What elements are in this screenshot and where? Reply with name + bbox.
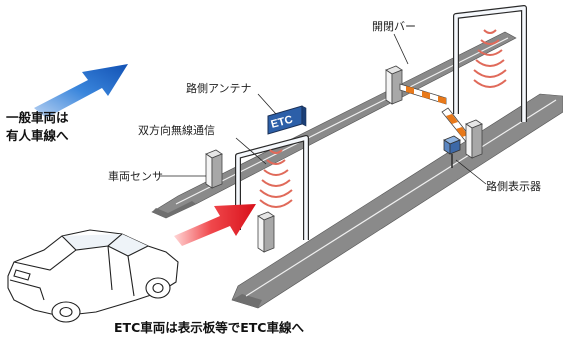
roadside-display — [443, 135, 461, 168]
general-vehicle-text-line2: 有人車線へ — [6, 128, 69, 143]
two-way-comm-label: 双方向無線通信 — [138, 123, 215, 137]
car — [7, 229, 179, 323]
upper-road-edge — [152, 201, 196, 218]
upper-road-stripe — [175, 37, 509, 205]
etc-sign: ETC — [267, 105, 307, 135]
roadside-display-leader — [455, 159, 487, 185]
car-hood-line — [13, 249, 77, 271]
etc-lane-arrow — [174, 204, 256, 246]
general-vehicle-text-line1: 一般車両は — [6, 110, 69, 125]
general-lane-arrow — [34, 64, 128, 118]
gate-bar — [399, 83, 447, 105]
car-side-window — [107, 233, 149, 257]
roadside-antenna-leader — [257, 93, 277, 115]
red-arrow — [174, 204, 256, 246]
rear-gantry — [453, 5, 527, 122]
vehicle-sensor-label: 車両センサ — [108, 169, 163, 183]
etc-caption: ETC車両は表示板等でETC車線へ — [114, 320, 304, 335]
two-way-comm-leader — [235, 137, 267, 165]
gate-booth — [385, 65, 403, 105]
roadside-display-label: 路側表示器 — [486, 179, 541, 193]
gate-bar-leader — [393, 33, 409, 65]
vehicle-sensor-lower — [257, 211, 275, 253]
car-grille — [9, 279, 45, 301]
car-headlight — [13, 269, 31, 281]
blue-arrow — [34, 64, 128, 118]
car-door-line — [107, 245, 135, 297]
antenna-gantry — [235, 135, 309, 240]
lower-road-edge — [232, 294, 262, 308]
upper-road — [151, 31, 517, 219]
vehicle-sensor-upper — [205, 149, 223, 189]
radio-waves-rear — [473, 29, 507, 88]
radio-waves-front — [259, 149, 293, 208]
gate-bar-label: 開閉バー — [372, 20, 416, 33]
gate-booth-near — [465, 119, 483, 159]
roadside-antenna-label: 路側アンテナ — [186, 82, 252, 95]
lower-road-stripe — [245, 99, 557, 297]
etc-sign-text: ETC — [270, 114, 294, 131]
